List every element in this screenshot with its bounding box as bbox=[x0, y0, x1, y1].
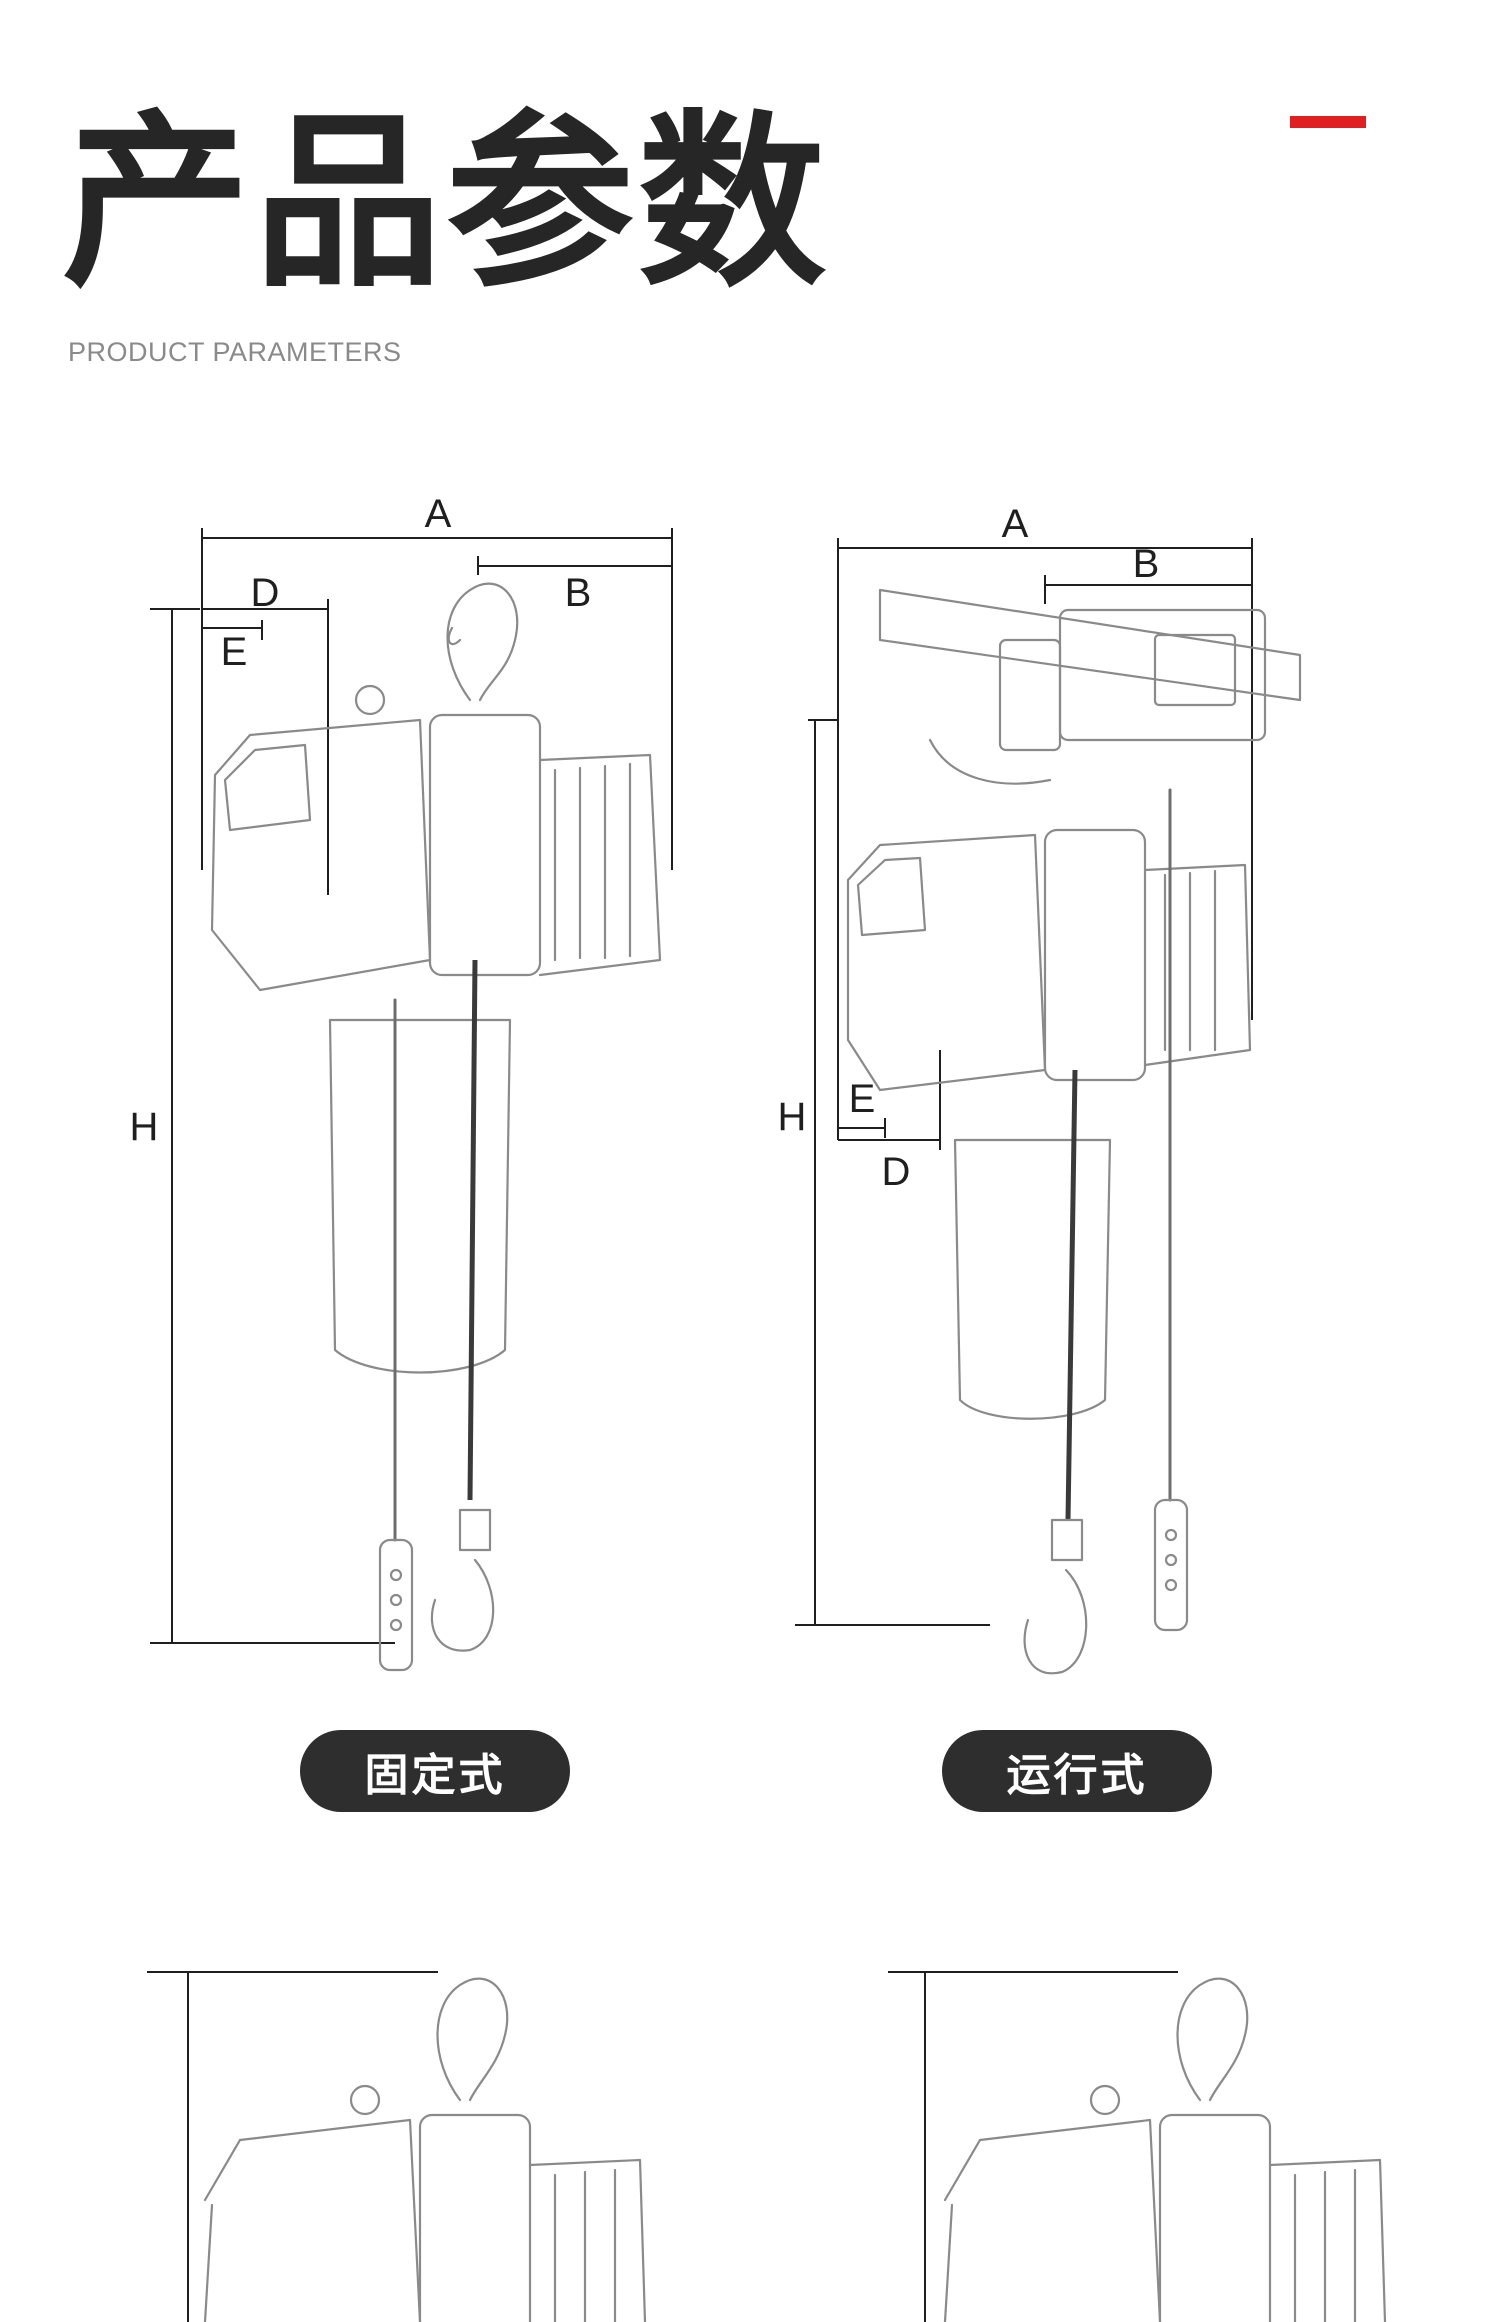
dim-label-e: E bbox=[221, 630, 248, 674]
dim-label-a: A bbox=[425, 492, 452, 536]
dim-label-h-2: H bbox=[778, 1095, 807, 1139]
fixed-type-badge: 固定式 bbox=[300, 1730, 570, 1812]
fixed-hoist-diagram: A B D E H bbox=[130, 492, 673, 1672]
dim-label-b-2: B bbox=[1133, 542, 1160, 586]
trolley-hoist-diagram: A B D E H bbox=[778, 502, 1302, 1675]
dim-label-h: H bbox=[130, 1105, 159, 1149]
dim-label-e-2: E bbox=[849, 1077, 876, 1121]
bottom-right-hoist-diagram bbox=[888, 1971, 1387, 2322]
bottom-left-hoist-diagram bbox=[147, 1971, 647, 2322]
page-subtitle: PRODUCT PARAMETERS bbox=[68, 337, 402, 367]
dim-label-b: B bbox=[565, 571, 592, 615]
dim-label-a-2: A bbox=[1002, 502, 1029, 546]
page-title: 产品参数 bbox=[62, 94, 830, 313]
accent-bar bbox=[1290, 116, 1366, 128]
trolley-type-badge: 运行式 bbox=[942, 1730, 1212, 1812]
dim-label-d: D bbox=[251, 571, 280, 615]
dim-label-d-2: D bbox=[882, 1150, 911, 1194]
